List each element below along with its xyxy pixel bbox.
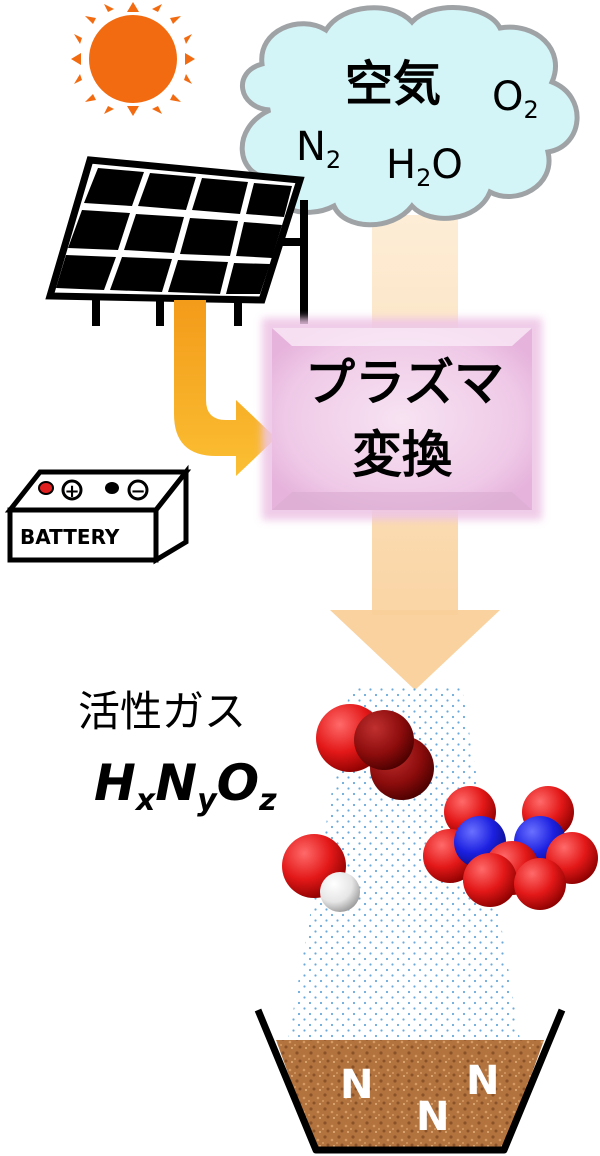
formula-n: N — [155, 754, 197, 812]
gas-n2-base: N — [296, 124, 326, 170]
solar-panel-icon — [45, 156, 308, 326]
battery-icon — [4, 464, 192, 565]
soil-nitrogen-label-3: N — [466, 1058, 499, 1104]
air-title: 空気 — [345, 56, 441, 112]
battery-plus-sign: + — [64, 481, 79, 502]
gas-n2-label: N2 — [296, 124, 341, 174]
gas-h2o-sub: 2 — [416, 164, 431, 192]
formula-y: y — [197, 783, 218, 818]
gas-h2o-tail: O — [431, 142, 462, 188]
active-gas-spray — [288, 688, 520, 1040]
gas-n2-sub: 2 — [326, 146, 341, 174]
active-gas-title: 活性ガス — [78, 687, 246, 736]
no3-molecule-icon — [423, 786, 598, 910]
formula-z: z — [258, 783, 277, 818]
active-gas-formula: HxNyOz — [94, 754, 277, 818]
battery-label: BATTERY — [20, 525, 120, 549]
power-arrow — [174, 300, 276, 476]
battery-minus-sign: − — [130, 481, 145, 502]
soil-nitrogen-label-1: N — [340, 1062, 373, 1108]
soil-nitrogen-label-2: N — [416, 1094, 449, 1140]
oh-molecule-icon — [282, 834, 360, 912]
sun-icon — [71, 2, 195, 116]
gas-o2-base: O — [492, 74, 523, 120]
o2-molecule-icon — [316, 704, 434, 800]
plasma-label-line1: プラズマ — [305, 354, 504, 412]
plasma-conversion-box — [262, 318, 542, 520]
plasma-label-line2: 変換 — [352, 426, 453, 484]
formula-o: O — [217, 754, 260, 812]
formula-x: x — [134, 783, 157, 818]
gas-o2-label: O2 — [492, 74, 539, 124]
formula-h: H — [94, 754, 136, 812]
cloud-icon — [239, 5, 580, 228]
gas-h2o-label: H2O — [386, 142, 463, 192]
gas-o2-sub: 2 — [523, 96, 538, 124]
soil-pot-icon — [254, 1008, 566, 1154]
gas-h2o-base: H — [386, 142, 416, 188]
